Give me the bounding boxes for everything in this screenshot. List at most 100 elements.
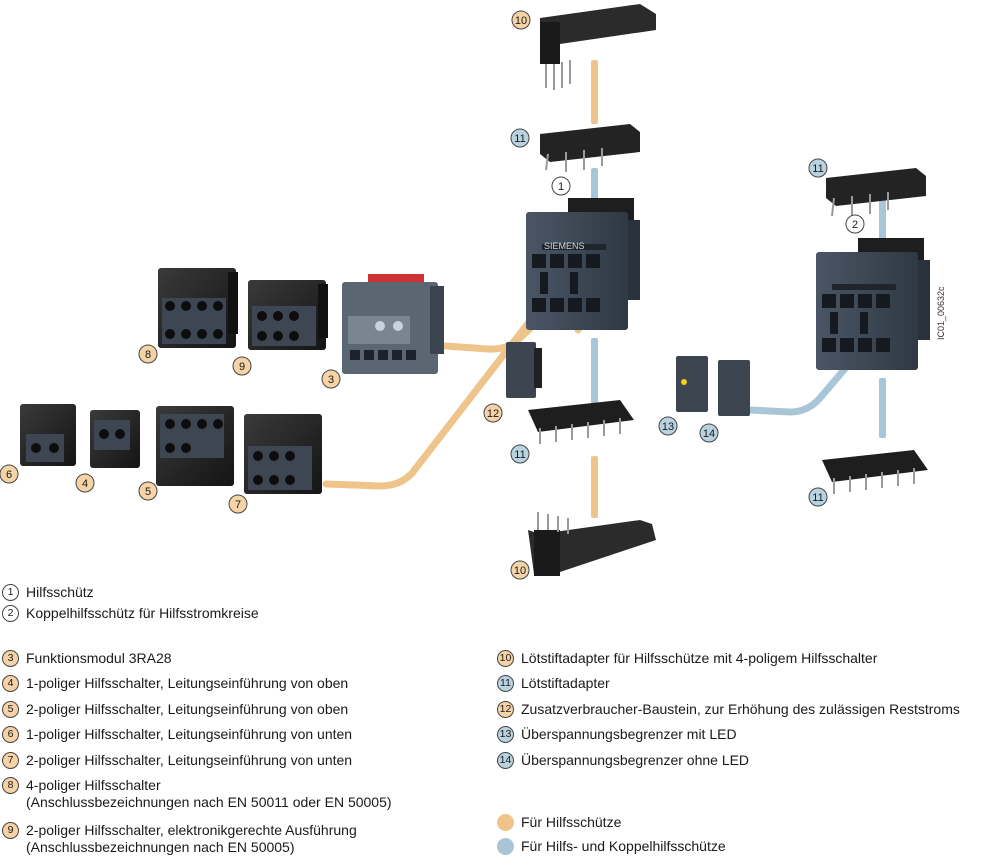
callout-number: 11 bbox=[812, 163, 823, 175]
callout-number: 9 bbox=[239, 361, 245, 373]
legend-text-block: 4-poliger Hilfsschalter(Anschlussbezeich… bbox=[26, 777, 392, 811]
coupling-auxiliary-contactor bbox=[816, 238, 930, 370]
legend-badge: 10 bbox=[497, 650, 514, 667]
orange-path-aux-switch bbox=[322, 278, 564, 490]
callout-4: 4 bbox=[75, 473, 95, 493]
callout-number: 1 bbox=[558, 181, 564, 193]
blue-bar-below-contactor-right bbox=[879, 378, 886, 438]
callout-3: 3 bbox=[321, 369, 341, 389]
legend-text-continued: (Anschlussbezeichnungen nach EN 50005) bbox=[26, 839, 295, 855]
legend-badge: 1 bbox=[2, 584, 19, 601]
callout-13: 13 bbox=[658, 416, 678, 436]
legend-text: Überspannungsbegrenzer ohne LED bbox=[521, 752, 750, 768]
solder-pin-adapter-11-right-top bbox=[826, 168, 926, 217]
legend-text: 2-poliger Hilfsschalter, Leitungseinführ… bbox=[26, 752, 353, 768]
legend-badge: 8 bbox=[2, 777, 19, 794]
legend-badge: 5 bbox=[2, 701, 19, 718]
legend-text-block: Koppelhilfsschütz für Hilfsstromkreise bbox=[26, 605, 259, 622]
auxiliary-contactor: SIEMENS bbox=[526, 198, 640, 330]
blue-bar-top-right bbox=[879, 196, 886, 240]
solder-pin-adapter-11-top bbox=[540, 124, 640, 172]
callout-11: 11 bbox=[510, 128, 530, 148]
callout-number: 14 bbox=[703, 428, 715, 440]
orange-bar-top bbox=[591, 60, 598, 124]
aux-switch-1-pole-bottom bbox=[20, 404, 76, 466]
callout-number: 10 bbox=[514, 565, 526, 577]
aux-switch-1-pole-top bbox=[90, 410, 140, 468]
callout-7: 7 bbox=[228, 494, 248, 514]
callout-9: 9 bbox=[232, 356, 252, 376]
legend-text: Hilfsschütz bbox=[26, 584, 94, 600]
legend-item-6: 6 1-poliger Hilfsschalter, Leitungseinfüh… bbox=[2, 726, 352, 743]
exploded-assembly-diagram: SIEMENS bbox=[0, 4, 946, 580]
legend-text-block: Überspannungsbegrenzer ohne LED bbox=[521, 752, 749, 769]
legend-text-block: 1-poliger Hilfsschalter, Leitungseinführ… bbox=[26, 675, 348, 692]
legend-text-block: Hilfsschütz bbox=[26, 584, 94, 601]
aux-switch-4-pole bbox=[158, 268, 238, 348]
surge-suppressor-without-led bbox=[718, 360, 750, 416]
legend-text: 2-poliger Hilfsschalter, Leitungseinführ… bbox=[26, 701, 349, 717]
callout-number: 13 bbox=[662, 421, 674, 433]
callout-number: 11 bbox=[514, 133, 525, 145]
legend-text: 1-poliger Hilfsschalter, Leitungseinführ… bbox=[26, 675, 349, 691]
blue-bar-below-contactor-left bbox=[591, 338, 598, 404]
solder-pin-adapter-11-right-bottom bbox=[822, 450, 928, 494]
legend-text: Koppelhilfsschütz für Hilfsstromkreise bbox=[26, 605, 259, 621]
legend-text-block: 2-poliger Hilfsschalter, elektronikgerec… bbox=[26, 822, 357, 856]
legend-item-1: 1 Hilfsschütz bbox=[2, 584, 94, 601]
solder-pin-adapter-10-top bbox=[540, 4, 656, 90]
legend-badge: 14 bbox=[497, 752, 514, 769]
callout-number: 11 bbox=[812, 492, 823, 504]
callout-1: 1 bbox=[551, 176, 571, 196]
contactor-brand-label: SIEMENS bbox=[544, 241, 585, 251]
legend-text: Zusatzverbraucher-Baustein, zur Erhöhung… bbox=[521, 701, 960, 717]
callout-11: 11 bbox=[808, 487, 828, 507]
callout-number: 6 bbox=[6, 469, 12, 481]
callout-number: 7 bbox=[235, 499, 241, 511]
legend-badge: 2 bbox=[2, 605, 19, 622]
callout-number: 11 bbox=[514, 449, 525, 461]
callout-10: 10 bbox=[511, 10, 531, 30]
legend-badge: 4 bbox=[2, 675, 19, 692]
legend-text: Lötstiftadapter bbox=[521, 675, 610, 691]
callout-number: 3 bbox=[328, 374, 334, 386]
legend-badge: 6 bbox=[2, 726, 19, 743]
legend-text-block: 2-poliger Hilfsschalter, Leitungseinführ… bbox=[26, 752, 352, 769]
callout-number: 5 bbox=[145, 486, 151, 498]
legend-text: 2-poliger Hilfsschalter, elektronikgerec… bbox=[26, 822, 357, 838]
legend-item-4: 4 1-poliger Hilfsschalter, Leitungseinfüh… bbox=[2, 675, 348, 692]
function-module-3ra28 bbox=[342, 274, 444, 374]
color-swatch bbox=[497, 838, 514, 855]
legend-text-continued: (Anschlussbezeichnungen nach EN 50011 od… bbox=[26, 794, 392, 810]
legend-badge: 3 bbox=[2, 650, 19, 667]
legend-item-8: 8 4-poliger Hilfsschalter(Anschlussbezeic… bbox=[2, 777, 392, 811]
callout-number: 8 bbox=[145, 349, 151, 361]
aux-switch-2-pole-bottom bbox=[244, 414, 322, 494]
legend-text-block: Funktionsmodul 3RA28 bbox=[26, 650, 172, 667]
legend-text-block: Überspannungsbegrenzer mit LED bbox=[521, 726, 737, 743]
callout-number: 4 bbox=[82, 478, 88, 490]
aux-switch-2-pole-top bbox=[156, 406, 234, 486]
legend-text-block: 1-poliger Hilfsschalter, Leitungseinführ… bbox=[26, 726, 352, 743]
legend-item-5: 5 2-poliger Hilfsschalter, Leitungseinfüh… bbox=[2, 701, 348, 718]
color-key-text: Für Hilfs- und Koppelhilfsschütze bbox=[521, 838, 726, 854]
legend-text: Überspannungsbegrenzer mit LED bbox=[521, 726, 737, 742]
callout-11: 11 bbox=[510, 444, 530, 464]
legend-item-14: 14 Überspannungsbegrenzer ohne LED bbox=[497, 752, 749, 769]
solder-pin-adapter-11-center bbox=[528, 400, 634, 444]
figure-code: IC01_00632c bbox=[936, 286, 946, 340]
orange-bar-bottom bbox=[591, 456, 598, 518]
callout-8: 8 bbox=[138, 344, 158, 364]
color-key-orange: Für Hilfsschütze bbox=[497, 814, 621, 831]
legend-badge: 7 bbox=[2, 752, 19, 769]
legend-text: 4-poliger Hilfsschalter bbox=[26, 777, 161, 793]
legend-badge: 11 bbox=[497, 675, 514, 692]
legend-item-7: 7 2-poliger Hilfsschalter, Leitungseinfüh… bbox=[2, 752, 352, 769]
legend-item-9: 9 2-poliger Hilfsschalter, elektronikgere… bbox=[2, 822, 357, 856]
callout-5: 5 bbox=[138, 481, 158, 501]
legend-text-block: Zusatzverbraucher-Baustein, zur Erhöhung… bbox=[521, 701, 960, 718]
legend-badge: 9 bbox=[2, 822, 19, 839]
